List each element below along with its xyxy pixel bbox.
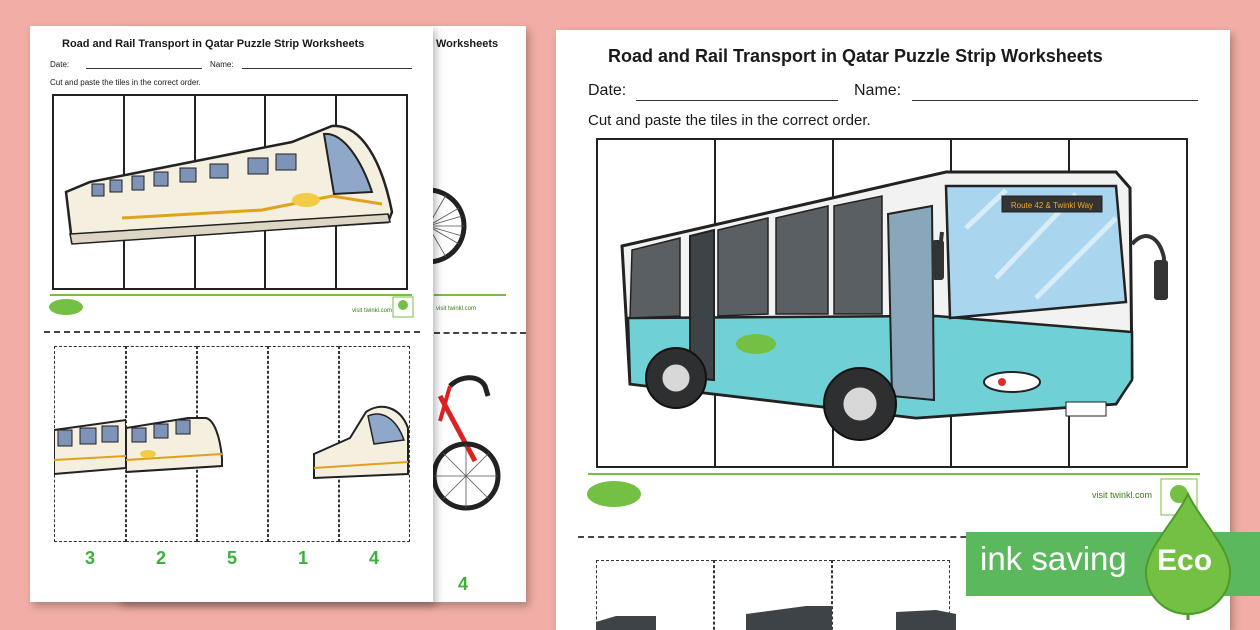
tram-illustration <box>64 124 394 245</box>
bus-cut-line <box>578 536 1218 538</box>
bus-visit-link[interactable]: visit twinkl.com <box>1092 490 1153 500</box>
tram-footer-line <box>50 294 412 296</box>
bus-instructions: Cut and paste the tiles in the correct o… <box>588 112 871 129</box>
tram-instructions: Cut and paste the tiles in the correct o… <box>50 78 201 87</box>
bus-sheet-title: Road and Rail Transport in Qatar Puzzle … <box>608 46 1103 66</box>
eco-label: Eco <box>1157 544 1213 577</box>
bus-footer-line <box>588 473 1200 475</box>
back-sheet-title-fragment: Worksheets <box>436 38 499 50</box>
back-sheet-visit-link[interactable]: visit twinkl.com <box>436 306 477 312</box>
bus-tile[interactable] <box>714 560 832 630</box>
tram-tile-number: 2 <box>155 548 166 568</box>
tram-tile-number: 3 <box>84 548 95 568</box>
tram-sheet-title: Road and Rail Transport in Qatar Puzzle … <box>62 38 365 50</box>
tram-tile-number: 5 <box>226 548 237 568</box>
twinkl-logo-icon <box>587 481 641 507</box>
tram-date-field[interactable] <box>86 68 202 69</box>
bus-date-label: Date: <box>588 82 627 99</box>
bus-worksheet: Road and Rail Transport in Qatar Puzzle … <box>556 30 1230 630</box>
back-sheet-tile-number: 4 <box>457 574 468 594</box>
bus-name-label: Name: <box>854 82 902 99</box>
eco-leaf-drop-icon <box>1144 491 1232 620</box>
ink-saving-text: ink saving <box>980 540 1127 577</box>
eco-mini-badge-icon <box>392 296 414 318</box>
tram-tile-number: 4 <box>368 548 379 568</box>
bus-date-field[interactable] <box>636 100 838 101</box>
back-sheet-cut-line <box>434 332 526 334</box>
bus-name-field[interactable] <box>912 100 1198 101</box>
tram-tile-piece-3-illustration <box>313 405 409 480</box>
tram-cut-line <box>44 331 420 333</box>
tram-tile-piece-1-illustration <box>54 418 126 476</box>
tram-tile-piece-2-illustration <box>126 417 223 474</box>
tram-name-label: Name: <box>210 60 234 69</box>
tram-name-field[interactable] <box>242 68 412 69</box>
back-sheet-footer-line <box>434 294 506 296</box>
bus-illustration: Route 42 & Twinkl Way <box>620 170 1168 441</box>
tram-visit-link[interactable]: visit twinkl.com <box>352 308 393 314</box>
twinkl-logo-icon <box>49 299 83 315</box>
bus-tile-pieces-illustration <box>596 606 956 630</box>
tram-worksheet: Road and Rail Transport in Qatar Puzzle … <box>30 26 433 602</box>
bicycle-tile-illustration <box>431 375 501 511</box>
tram-tile[interactable] <box>268 346 339 542</box>
tram-date-label: Date: <box>50 60 70 69</box>
bus-destination-sign: Route 42 & Twinkl Way <box>1011 201 1093 210</box>
bicycle-wheel-top-illustration <box>428 187 467 265</box>
tram-tile-number: 1 <box>297 548 308 568</box>
